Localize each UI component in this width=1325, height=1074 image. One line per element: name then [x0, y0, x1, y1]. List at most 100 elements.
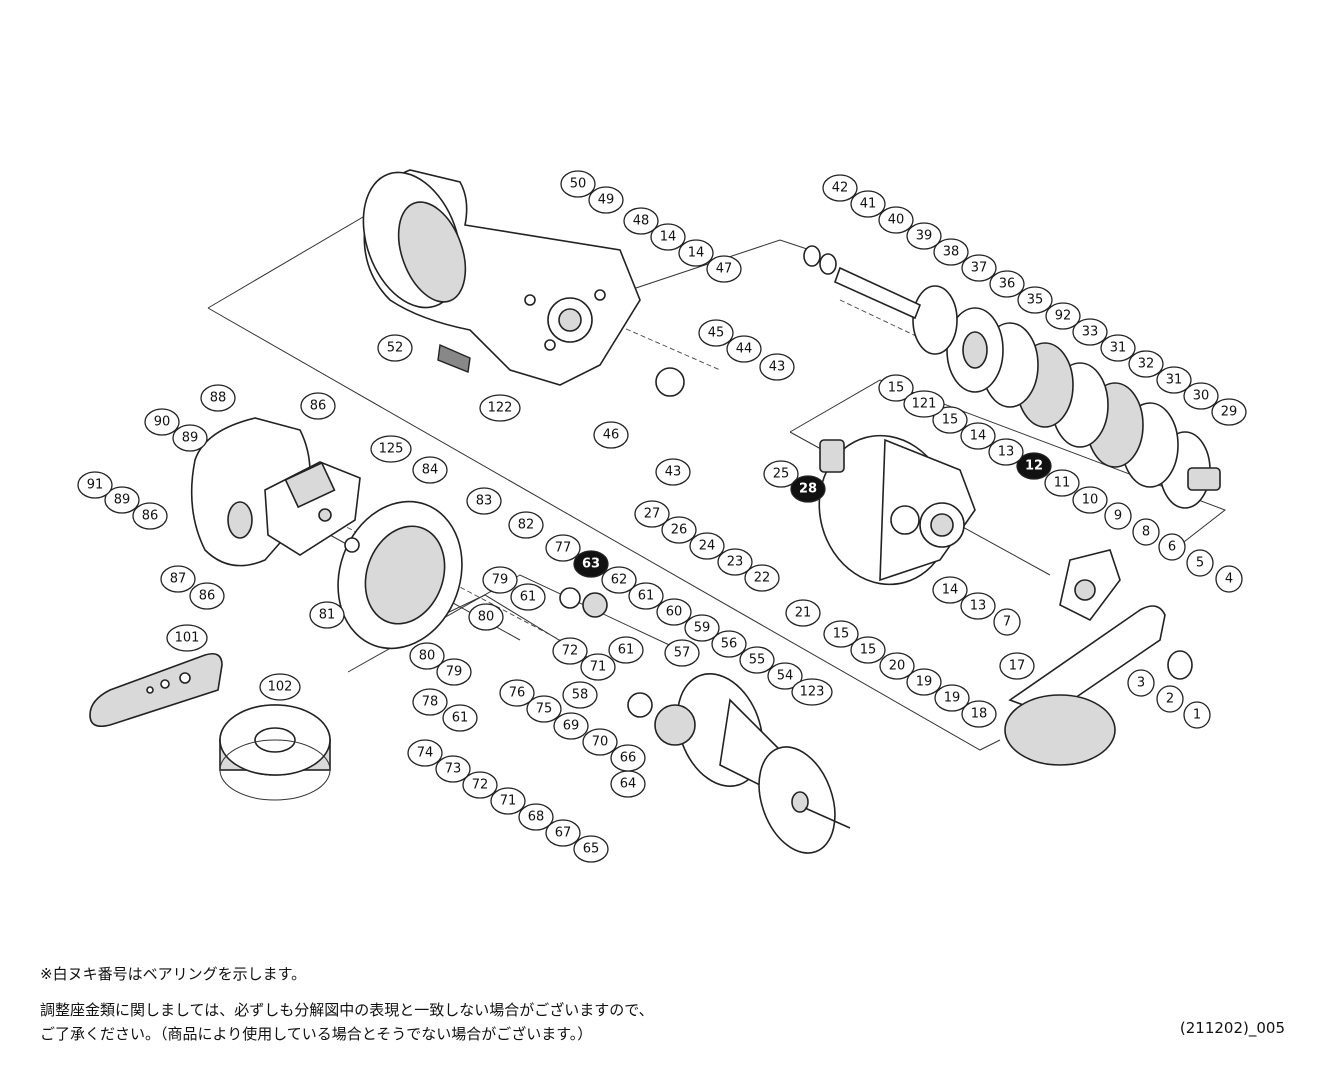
- part-label-18[interactable]: 18: [961, 700, 997, 728]
- part-label-12[interactable]: 12: [1016, 452, 1052, 480]
- part-label-71b[interactable]: 71: [490, 787, 526, 815]
- part-label-29[interactable]: 29: [1211, 398, 1247, 426]
- part-label-24[interactable]: 24: [689, 532, 725, 560]
- part-label-13a[interactable]: 13: [988, 438, 1024, 466]
- part-label-32[interactable]: 32: [1128, 350, 1164, 378]
- part-label-19a[interactable]: 19: [906, 668, 942, 696]
- part-label-56[interactable]: 56: [711, 630, 747, 658]
- part-label-52[interactable]: 52: [377, 334, 413, 362]
- part-label-79a[interactable]: 79: [482, 566, 518, 594]
- part-label-122[interactable]: 122: [479, 394, 521, 422]
- part-label-8[interactable]: 8: [1132, 518, 1160, 546]
- part-label-84[interactable]: 84: [412, 456, 448, 484]
- part-label-1[interactable]: 1: [1183, 701, 1211, 729]
- part-label-14b[interactable]: 14: [932, 576, 968, 604]
- part-label-89a[interactable]: 89: [172, 424, 208, 452]
- part-label-87[interactable]: 87: [160, 565, 196, 593]
- part-label-23[interactable]: 23: [717, 548, 753, 576]
- part-label-22[interactable]: 22: [744, 564, 780, 592]
- part-label-13b[interactable]: 13: [960, 592, 996, 620]
- part-label-14c[interactable]: 14: [650, 223, 686, 251]
- part-label-30[interactable]: 30: [1183, 382, 1219, 410]
- part-label-40[interactable]: 40: [878, 206, 914, 234]
- part-label-27[interactable]: 27: [634, 500, 670, 528]
- part-label-62[interactable]: 62: [601, 566, 637, 594]
- part-label-60[interactable]: 60: [656, 598, 692, 626]
- part-label-101[interactable]: 101: [166, 624, 208, 652]
- part-label-4[interactable]: 4: [1215, 565, 1243, 593]
- part-label-47[interactable]: 47: [706, 255, 742, 283]
- part-label-20[interactable]: 20: [879, 652, 915, 680]
- part-label-14d[interactable]: 14: [678, 239, 714, 267]
- part-label-86c[interactable]: 86: [189, 582, 225, 610]
- part-label-31b[interactable]: 31: [1156, 366, 1192, 394]
- part-label-19b[interactable]: 19: [934, 684, 970, 712]
- part-label-72a[interactable]: 72: [552, 637, 588, 665]
- part-label-59[interactable]: 59: [684, 614, 720, 642]
- part-label-88[interactable]: 88: [200, 384, 236, 412]
- part-label-81[interactable]: 81: [309, 601, 345, 629]
- part-label-73[interactable]: 73: [435, 755, 471, 783]
- part-label-69[interactable]: 69: [553, 712, 589, 740]
- part-label-42[interactable]: 42: [822, 174, 858, 202]
- part-label-31a[interactable]: 31: [1100, 334, 1136, 362]
- part-label-75[interactable]: 75: [526, 695, 562, 723]
- part-label-80a[interactable]: 80: [468, 603, 504, 631]
- part-label-15a[interactable]: 15: [878, 374, 914, 402]
- part-label-9[interactable]: 9: [1104, 502, 1132, 530]
- part-label-61c[interactable]: 61: [608, 636, 644, 664]
- part-label-15d[interactable]: 15: [850, 636, 886, 664]
- part-label-89b[interactable]: 89: [104, 486, 140, 514]
- part-label-7[interactable]: 7: [993, 608, 1021, 636]
- part-label-78[interactable]: 78: [412, 688, 448, 716]
- part-label-43a[interactable]: 43: [759, 353, 795, 381]
- part-label-61a[interactable]: 61: [628, 582, 664, 610]
- part-label-17[interactable]: 17: [999, 652, 1035, 680]
- part-label-2[interactable]: 2: [1156, 685, 1184, 713]
- part-label-67[interactable]: 67: [545, 819, 581, 847]
- part-label-86a[interactable]: 86: [300, 392, 336, 420]
- part-label-121[interactable]: 121: [903, 390, 945, 418]
- part-label-26[interactable]: 26: [661, 516, 697, 544]
- part-label-38[interactable]: 38: [933, 238, 969, 266]
- part-label-11[interactable]: 11: [1044, 469, 1080, 497]
- part-label-5[interactable]: 5: [1186, 549, 1214, 577]
- part-label-43b[interactable]: 43: [655, 458, 691, 486]
- part-label-41[interactable]: 41: [850, 190, 886, 218]
- part-label-50[interactable]: 50: [560, 170, 596, 198]
- part-label-46[interactable]: 46: [593, 421, 629, 449]
- part-label-28[interactable]: 28: [790, 475, 826, 503]
- part-label-61b[interactable]: 61: [510, 583, 546, 611]
- part-label-48[interactable]: 48: [623, 207, 659, 235]
- part-label-91[interactable]: 91: [77, 471, 113, 499]
- part-label-63[interactable]: 63: [573, 550, 609, 578]
- part-label-90[interactable]: 90: [144, 408, 180, 436]
- part-label-71a[interactable]: 71: [580, 653, 616, 681]
- part-label-45[interactable]: 45: [698, 319, 734, 347]
- part-label-3[interactable]: 3: [1127, 669, 1155, 697]
- part-label-61d[interactable]: 61: [442, 704, 478, 732]
- part-label-37[interactable]: 37: [961, 254, 997, 282]
- part-label-55[interactable]: 55: [739, 646, 775, 674]
- part-label-25[interactable]: 25: [763, 460, 799, 488]
- part-label-58[interactable]: 58: [562, 681, 598, 709]
- part-label-33[interactable]: 33: [1072, 318, 1108, 346]
- part-label-125[interactable]: 125: [370, 435, 412, 463]
- part-label-123[interactable]: 123: [791, 678, 833, 706]
- part-label-74[interactable]: 74: [407, 739, 443, 767]
- part-label-57[interactable]: 57: [664, 639, 700, 667]
- part-label-79b[interactable]: 79: [436, 658, 472, 686]
- part-label-36[interactable]: 36: [989, 270, 1025, 298]
- part-label-49[interactable]: 49: [588, 186, 624, 214]
- part-label-66[interactable]: 66: [610, 744, 646, 772]
- part-label-102[interactable]: 102: [259, 673, 301, 701]
- part-label-21[interactable]: 21: [785, 599, 821, 627]
- part-label-80b[interactable]: 80: [409, 642, 445, 670]
- part-label-54[interactable]: 54: [767, 662, 803, 690]
- part-label-76[interactable]: 76: [499, 679, 535, 707]
- part-label-10[interactable]: 10: [1072, 486, 1108, 514]
- part-label-92[interactable]: 92: [1045, 302, 1081, 330]
- part-label-82[interactable]: 82: [508, 511, 544, 539]
- part-label-44[interactable]: 44: [726, 335, 762, 363]
- part-label-35[interactable]: 35: [1017, 286, 1053, 314]
